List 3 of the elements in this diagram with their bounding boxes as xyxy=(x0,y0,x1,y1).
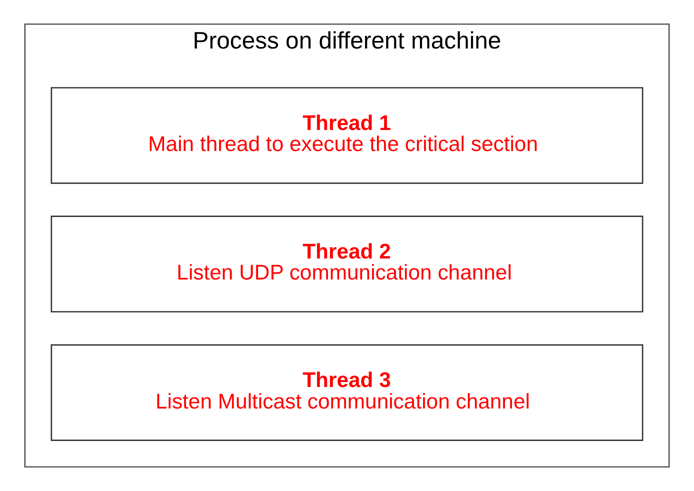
node-box: Thread 1 Main thread to execute the critical section xyxy=(50,87,644,184)
node-box: Thread 2 Listen UDP communication channel xyxy=(50,216,644,312)
node-box: Thread 3 Listen Multicast communication channel xyxy=(50,344,644,441)
